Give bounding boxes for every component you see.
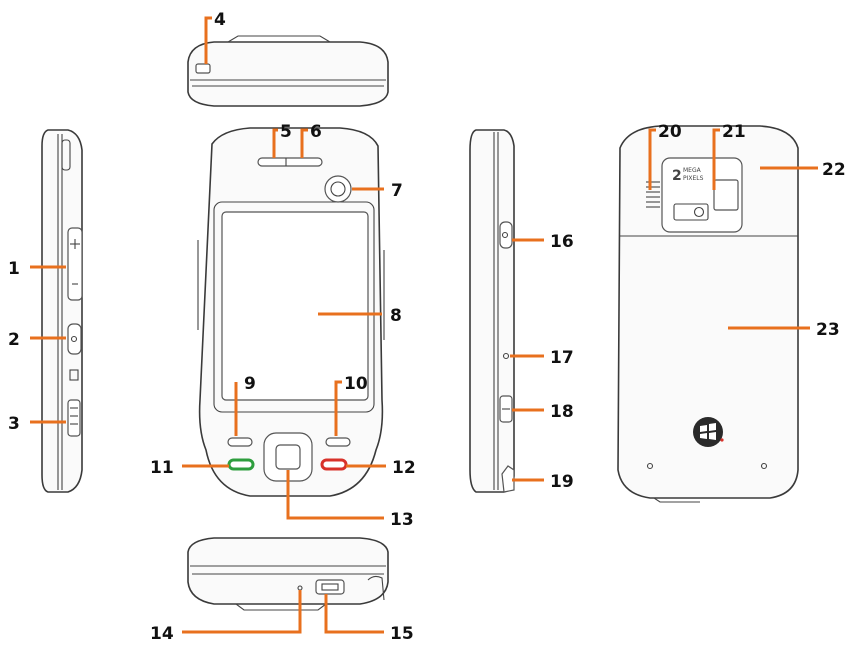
- side-button: [67, 323, 82, 355]
- callout-9: 9: [244, 374, 256, 394]
- leader-14: [182, 590, 302, 634]
- callout-14: 14: [150, 624, 174, 644]
- callout-8: 8: [390, 306, 402, 326]
- camera-module: [661, 157, 743, 233]
- callout-2: 2: [8, 330, 20, 350]
- talk-key: [227, 458, 255, 471]
- top-view: [187, 35, 389, 107]
- sync-connector: [315, 579, 345, 595]
- back-view: 2 MEGA PIXELS: [617, 125, 799, 503]
- callout-5: 5: [280, 122, 292, 142]
- camera-badge-line2: PIXELS: [683, 175, 704, 182]
- callout-10: 10: [344, 374, 368, 394]
- reset-hole: [502, 352, 510, 360]
- leader-21: [712, 128, 720, 190]
- leader-5: [272, 128, 278, 158]
- leader-13: [286, 470, 384, 520]
- right-side-view: [469, 129, 515, 493]
- leader-6: [300, 128, 308, 158]
- leader-20: [648, 128, 656, 190]
- front-view: [197, 127, 385, 497]
- bottom-view: [187, 537, 389, 611]
- callout-20: 20: [658, 122, 682, 142]
- leader-4: [204, 16, 212, 64]
- callout-18: 18: [550, 402, 574, 422]
- left-soft-key: [227, 437, 253, 447]
- leader-15: [324, 594, 384, 634]
- enter-button: [275, 444, 301, 470]
- callout-12: 12: [392, 458, 416, 478]
- earpiece: [257, 157, 323, 167]
- callout-7: 7: [391, 181, 403, 201]
- windows-logo-icon: [693, 417, 724, 447]
- right-soft-key: [325, 437, 351, 447]
- callout-labels: 1 2 3 4 5 6 7 8 9 10 11 12 13 14 15 16 1…: [8, 10, 846, 644]
- stylus-slot: [195, 63, 211, 74]
- front-camera: [324, 175, 352, 203]
- touch-screen: [221, 211, 369, 401]
- callout-13: 13: [390, 510, 414, 530]
- callout-16: 16: [550, 232, 574, 252]
- callout-3: 3: [8, 414, 20, 434]
- callout-17: 17: [550, 348, 574, 368]
- callout-11: 11: [150, 458, 174, 478]
- callout-15: 15: [390, 624, 414, 644]
- callout-23: 23: [816, 320, 840, 340]
- camera-badge-line1: MEGA: [683, 167, 702, 174]
- callout-22: 22: [822, 160, 846, 180]
- camera-badge-digit: 2: [672, 168, 682, 184]
- speaker-grille-icon: [646, 181, 660, 208]
- callout-19: 19: [550, 472, 574, 492]
- volume-control: [67, 227, 83, 301]
- callout-6: 6: [310, 122, 322, 142]
- leader-10: [334, 380, 342, 436]
- end-key: [320, 458, 348, 471]
- callout-4: 4: [214, 10, 226, 30]
- leader-lines: [30, 16, 818, 634]
- camera-lens-icon: [713, 179, 739, 211]
- callout-21: 21: [722, 122, 746, 142]
- power-button: [499, 221, 513, 249]
- left-side-view: [41, 129, 83, 493]
- callout-1: 1: [8, 259, 20, 279]
- card-slot: [67, 399, 81, 437]
